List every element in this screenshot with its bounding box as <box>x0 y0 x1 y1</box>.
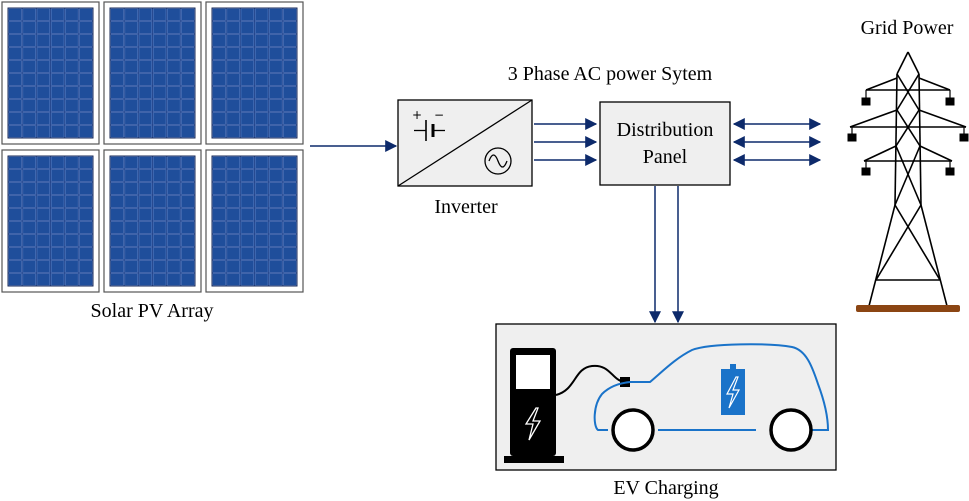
solar-panel-icon <box>205 149 304 293</box>
distribution-label-line1: Distribution <box>617 119 714 141</box>
lightning-icon <box>524 407 542 441</box>
front-wheel <box>611 408 655 452</box>
solar-label: Solar PV Array <box>91 300 214 322</box>
solar-panel-icon <box>103 149 202 293</box>
solar-panel-icon <box>1 149 100 293</box>
grid-label: Grid Power <box>861 17 954 39</box>
distribution-to-ev-arrows <box>649 186 684 324</box>
distribution-label-line2: Panel <box>643 146 688 168</box>
ev-label: EV Charging <box>613 477 718 499</box>
grid-bidirectional-arrows <box>732 118 822 166</box>
electric-car-icon <box>593 343 830 452</box>
battery-icon <box>721 364 745 415</box>
solar-panel-icon <box>1 1 100 145</box>
transmission-tower-icon <box>849 51 967 307</box>
inverter-icon: + − <box>397 99 533 187</box>
three-phase-arrows <box>534 118 598 166</box>
inverter-label: Inverter <box>434 196 498 218</box>
system-label: 3 Phase AC power Sytem <box>508 63 713 85</box>
solar-panel-icon <box>205 1 304 145</box>
charging-station-icon <box>504 348 630 463</box>
insulators <box>847 90 969 176</box>
rear-wheel <box>769 408 813 452</box>
distribution-panel <box>599 101 731 186</box>
tower-ground <box>856 305 960 312</box>
inverter-minus: − <box>434 108 444 122</box>
inverter-plus: + <box>412 108 422 122</box>
solar-pv-array <box>1 1 304 293</box>
solar-panel-icon <box>103 1 202 145</box>
